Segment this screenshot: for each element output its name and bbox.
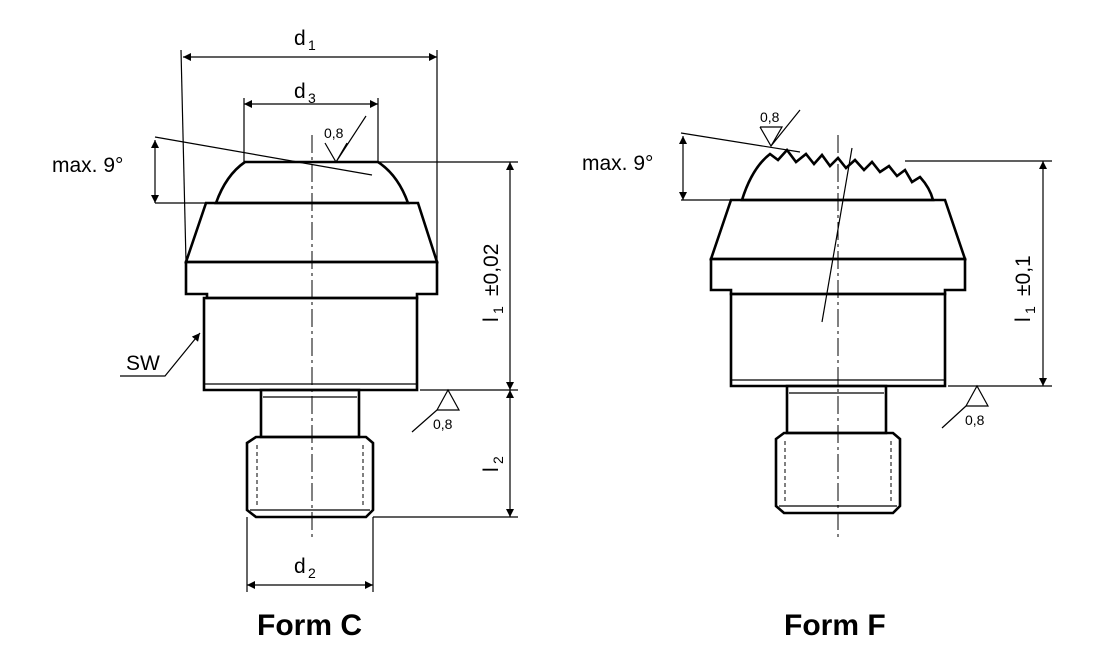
form-f-serrated-dome (740, 147, 935, 202)
form-c-l2-label: l (480, 467, 503, 472)
form-c-roughness-top: 0,8 (324, 125, 344, 141)
form-f-drawing: max. 9° 0,8 l 1 ±0,1 0,8 Form F (582, 109, 1052, 642)
form-c-roughness-top-symbol (324, 115, 367, 164)
form-f-roughness-top: 0,8 (760, 109, 780, 125)
form-f-l1-tol: ±0,1 (1012, 255, 1035, 296)
form-f-roughness-base-symbol (941, 384, 990, 429)
form-f-roughness-top-symbol (759, 109, 801, 148)
form-c-l2-sub: 2 (490, 456, 506, 464)
form-c-l1-sub: 1 (490, 306, 506, 314)
form-c-d3-sub: 3 (308, 90, 316, 106)
form-c-d3-label: d (294, 80, 306, 103)
form-f-l1-sub: 1 (1022, 306, 1038, 314)
form-c-roughness-base-symbol (411, 388, 461, 433)
form-f-thread (774, 431, 902, 515)
form-c-thread (245, 435, 375, 519)
form-f-angle-label: max. 9° (582, 152, 653, 175)
form-c-l1-label: l (480, 317, 503, 322)
form-f-tilt-line (821, 147, 853, 323)
form-c-hex-body (202, 296, 419, 392)
form-f-l1-label: l (1012, 317, 1035, 322)
form-c-caption: Form C (257, 609, 362, 642)
form-c-d1-sub: 1 (308, 37, 316, 53)
form-c-d1-label: d (294, 27, 306, 50)
form-f-caption: Form F (784, 609, 886, 642)
form-c-angle-label: max. 9° (52, 154, 123, 177)
form-c-sw-label: SW (126, 352, 160, 375)
form-f-roughness-base: 0,8 (965, 412, 985, 428)
form-c-d2-sub: 2 (308, 565, 316, 581)
form-c-roughness-base: 0,8 (433, 416, 453, 432)
form-f-hex-body (729, 292, 947, 388)
form-c-l1-tol: ±0,02 (480, 244, 503, 296)
form-c-d2-label: d (294, 555, 306, 578)
form-c-drawing: d 1 d 3 max. 9° 0,8 l 1 ±0,02 l 2 (52, 27, 518, 642)
form-c-sw-leader (120, 332, 201, 377)
